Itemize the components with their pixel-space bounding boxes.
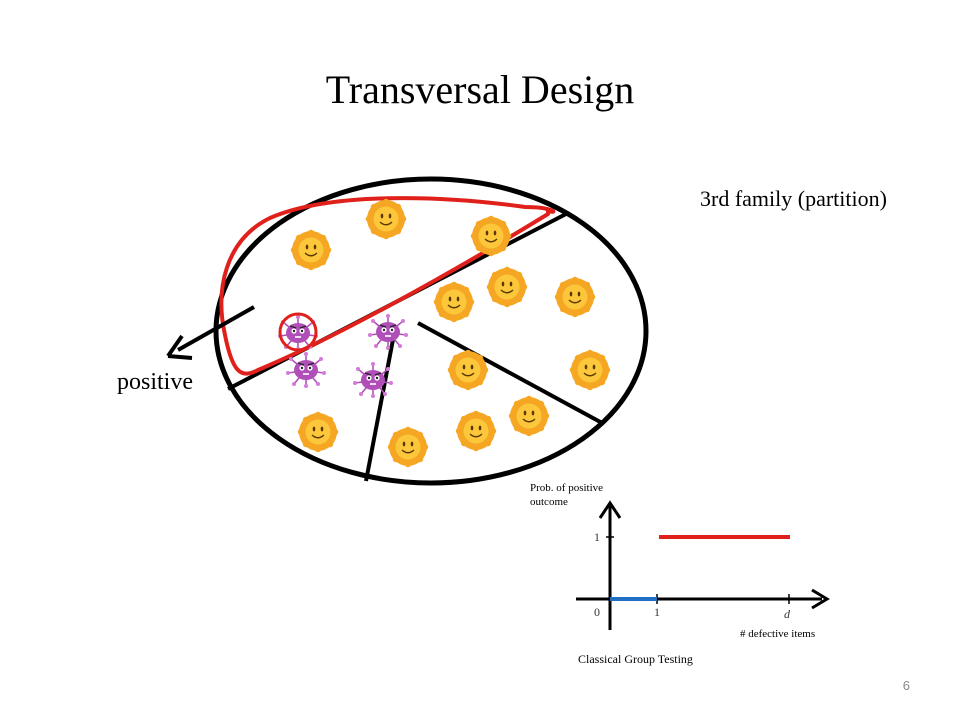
family-label: 3rd family (partition) (700, 186, 887, 211)
chart-caption: Classical Group Testing (578, 652, 693, 666)
y-axis-arrowhead (598, 500, 622, 519)
chart-y-axis-label: Prob. of positive outcome (530, 482, 604, 508)
item-sun-smiley (486, 266, 528, 308)
chart-x-axis-label: # defective items (740, 628, 816, 640)
slide-title: Transversal Design (325, 67, 635, 112)
y-tick-label-1: 1 (594, 530, 600, 544)
item-sun-smiley (554, 276, 596, 318)
partition-line-vertical (364, 328, 397, 482)
item-sun-smiley (365, 198, 407, 240)
positive-label: positive (117, 369, 193, 395)
item-sun-smiley (508, 395, 550, 437)
item-sun-smiley (455, 410, 497, 452)
population-ellipse (213, 176, 649, 486)
positive-arrow-head (166, 334, 193, 360)
item-sun-smiley (569, 349, 611, 391)
item-sun-smiley (433, 281, 475, 323)
item-sun-smiley (447, 349, 489, 391)
item-sun-smiley (297, 411, 339, 453)
page-number: 6 (902, 678, 910, 693)
defective-item-highlight-circle (278, 312, 318, 352)
item-sun-smiley (387, 426, 429, 468)
y-tick-label-0: 0 (594, 605, 600, 619)
x-tick-label-1: 1 (654, 605, 660, 619)
positive-arrow-shaft (177, 305, 255, 352)
x-axis-arrowhead (811, 588, 830, 610)
item-sun-smiley (470, 215, 512, 257)
partition-line-lower (417, 321, 605, 426)
highlighted-group-outline (219, 196, 556, 376)
classical-group-testing-chart: 1 0 1 d (576, 500, 830, 630)
item-virus (367, 313, 409, 351)
item-virus (285, 351, 327, 389)
item-sun-smiley (290, 229, 332, 271)
x-tick-label-d: d (784, 607, 791, 621)
